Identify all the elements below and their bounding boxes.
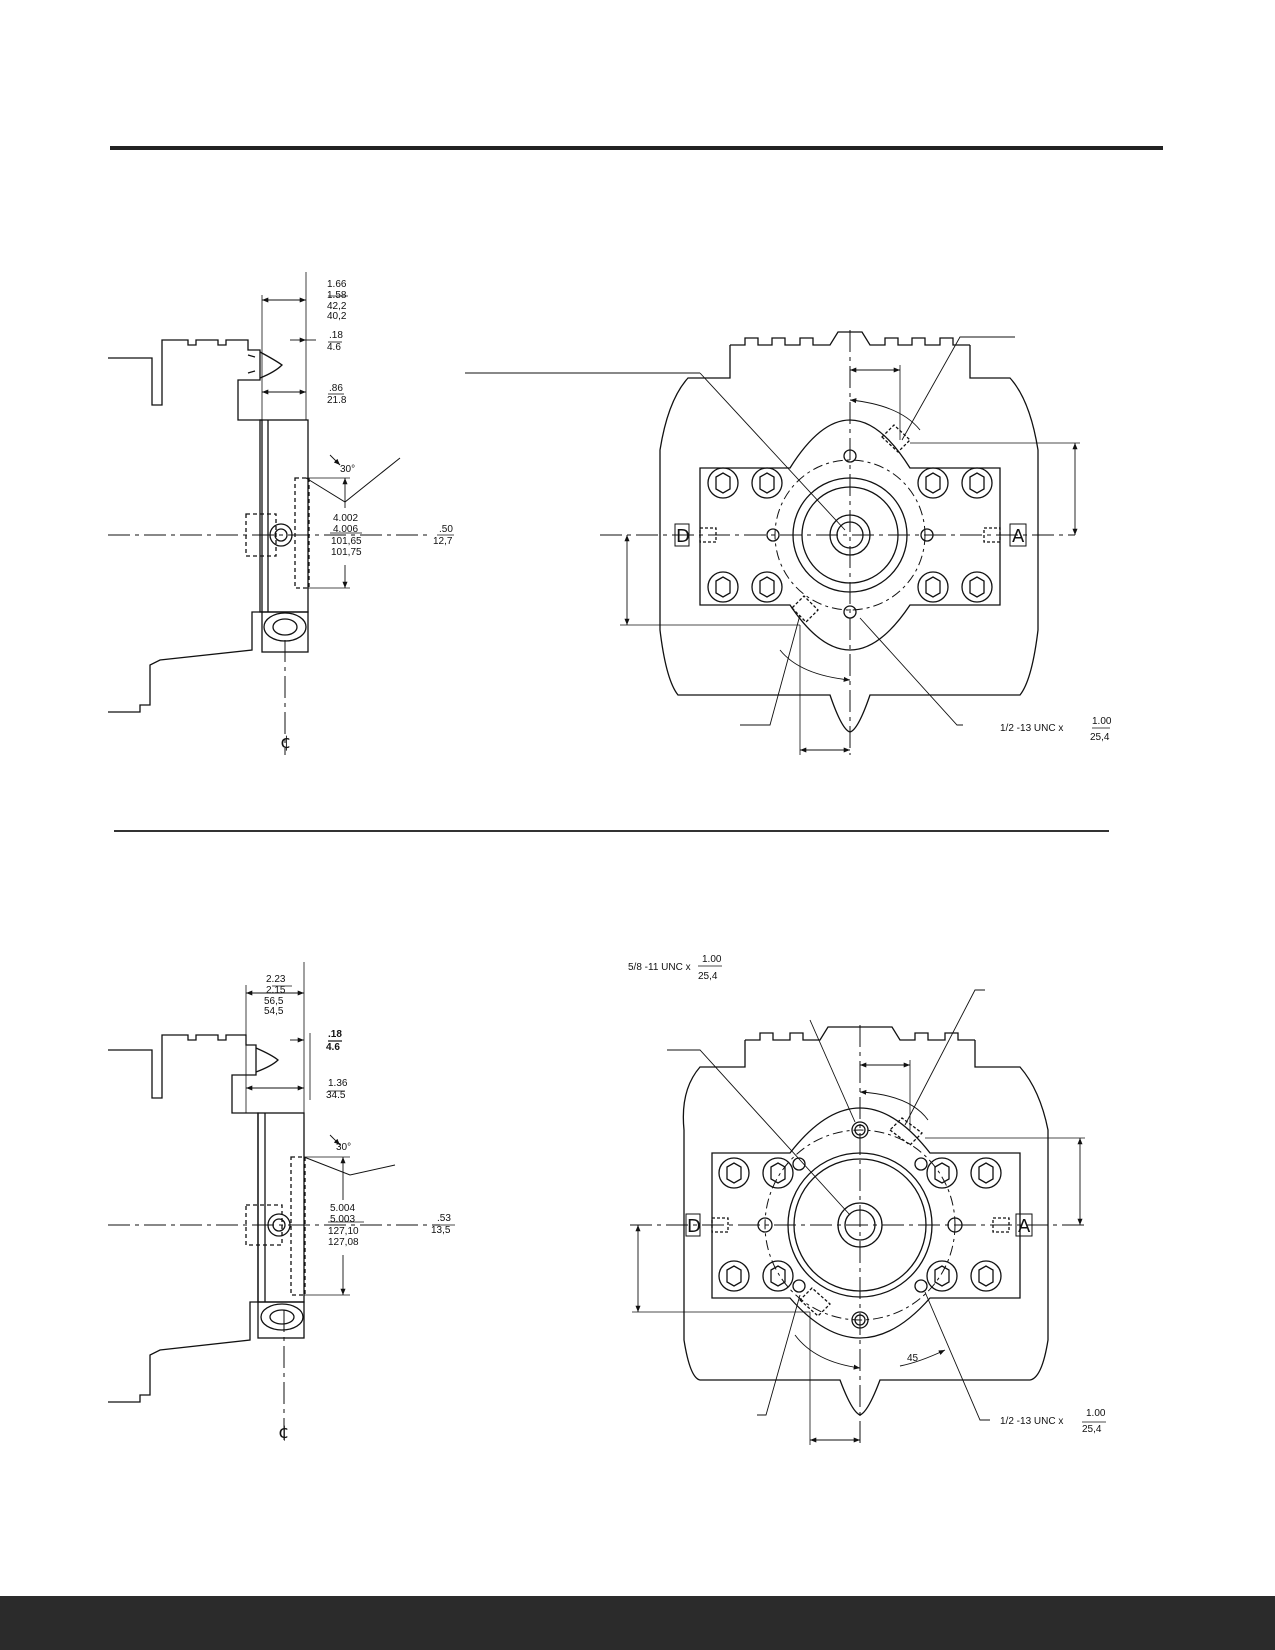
- v1-centerline-mark: ¢: [280, 732, 291, 753]
- v2-top-thread-callout: 5/8 -11 UNC x: [628, 962, 691, 973]
- v2-port-a-label: A: [1018, 1216, 1031, 1237]
- v2-thread-depth: 1.00: [1086, 1408, 1106, 1419]
- v2-dim-c-metric: 34.5: [326, 1090, 346, 1101]
- v1-dim-a-top: 1.66: [327, 279, 347, 290]
- v2-dim-b-metric: 4.6: [326, 1042, 340, 1053]
- v1-thread-depth: 1.00: [1092, 716, 1112, 727]
- v2-dim-a-metric-2: 54,5: [264, 1006, 284, 1017]
- v1-dim-a-metric-2: 40,2: [327, 311, 347, 322]
- v2-dim-e-metric: 13,5: [431, 1225, 451, 1236]
- v1-dim-d2: 4.006: [333, 524, 358, 535]
- v2-top-thread-depth: 1.00: [702, 954, 722, 965]
- view1-side-drawing: [108, 272, 454, 755]
- footer-bar: [0, 1596, 1275, 1650]
- v1-dim-d-metric-1: 101,65: [331, 536, 362, 547]
- v2-dim-d-metric-1: 127,10: [328, 1226, 359, 1237]
- v1-thread-callout: 1/2 -13 UNC x: [1000, 723, 1063, 734]
- v2-dim-e-top: .53: [437, 1213, 451, 1224]
- v1-dim-e-top: .50: [439, 524, 453, 535]
- top-rule: [110, 146, 1163, 150]
- v1-dim-c-metric: 21.8: [327, 395, 347, 406]
- v1-dim-c-top: .86: [329, 383, 343, 394]
- v1-dim-e-metric: 12,7: [433, 536, 453, 547]
- v1-dim-d1: 4.002: [333, 513, 358, 524]
- v1-dim-b-top: .18: [329, 330, 343, 341]
- v1-port-a-label: A: [1012, 526, 1025, 547]
- v2-dim-d2: 5.003: [330, 1214, 355, 1225]
- v2-dim-d-metric-2: 127,08: [328, 1237, 359, 1248]
- v2-angle: 45: [907, 1353, 919, 1364]
- v2-centerline-mark: ¢: [278, 1422, 289, 1443]
- v1-angle: 30°: [340, 464, 355, 475]
- v1-thread-depth-metric: 25,4: [1090, 732, 1110, 743]
- v1-port-d-label: D: [676, 526, 690, 547]
- v2-dim-d1: 5.004: [330, 1203, 355, 1214]
- v2-dim-b-top: .18: [328, 1029, 342, 1040]
- v2-thread-depth-metric: 25,4: [1082, 1424, 1102, 1435]
- v1-dim-a-bot: 1.58: [327, 290, 347, 301]
- v2-dim-a-metric-1: 56,5: [264, 996, 284, 1007]
- view2-front-drawing: [630, 965, 1106, 1445]
- v2-dim-a-top: 2.23: [266, 974, 286, 985]
- view1-front-drawing: [465, 330, 1110, 755]
- v2-dim-c-top: 1.36: [328, 1078, 348, 1089]
- v2-port-d-label: D: [687, 1216, 701, 1237]
- v1-dim-d-metric-2: 101,75: [331, 547, 362, 558]
- section-divider: [114, 830, 1109, 832]
- v2-dim-a-bot: 2.15: [266, 985, 286, 996]
- v2-thread-callout: 1/2 -13 UNC x: [1000, 1416, 1063, 1427]
- v2-top-thread-depth-metric: 25,4: [698, 971, 718, 982]
- v1-dim-a-metric-1: 42,2: [327, 301, 347, 312]
- v1-dim-b-metric: 4.6: [327, 342, 341, 353]
- view2-side-drawing: [108, 962, 455, 1445]
- v2-angle: 30°: [336, 1142, 351, 1153]
